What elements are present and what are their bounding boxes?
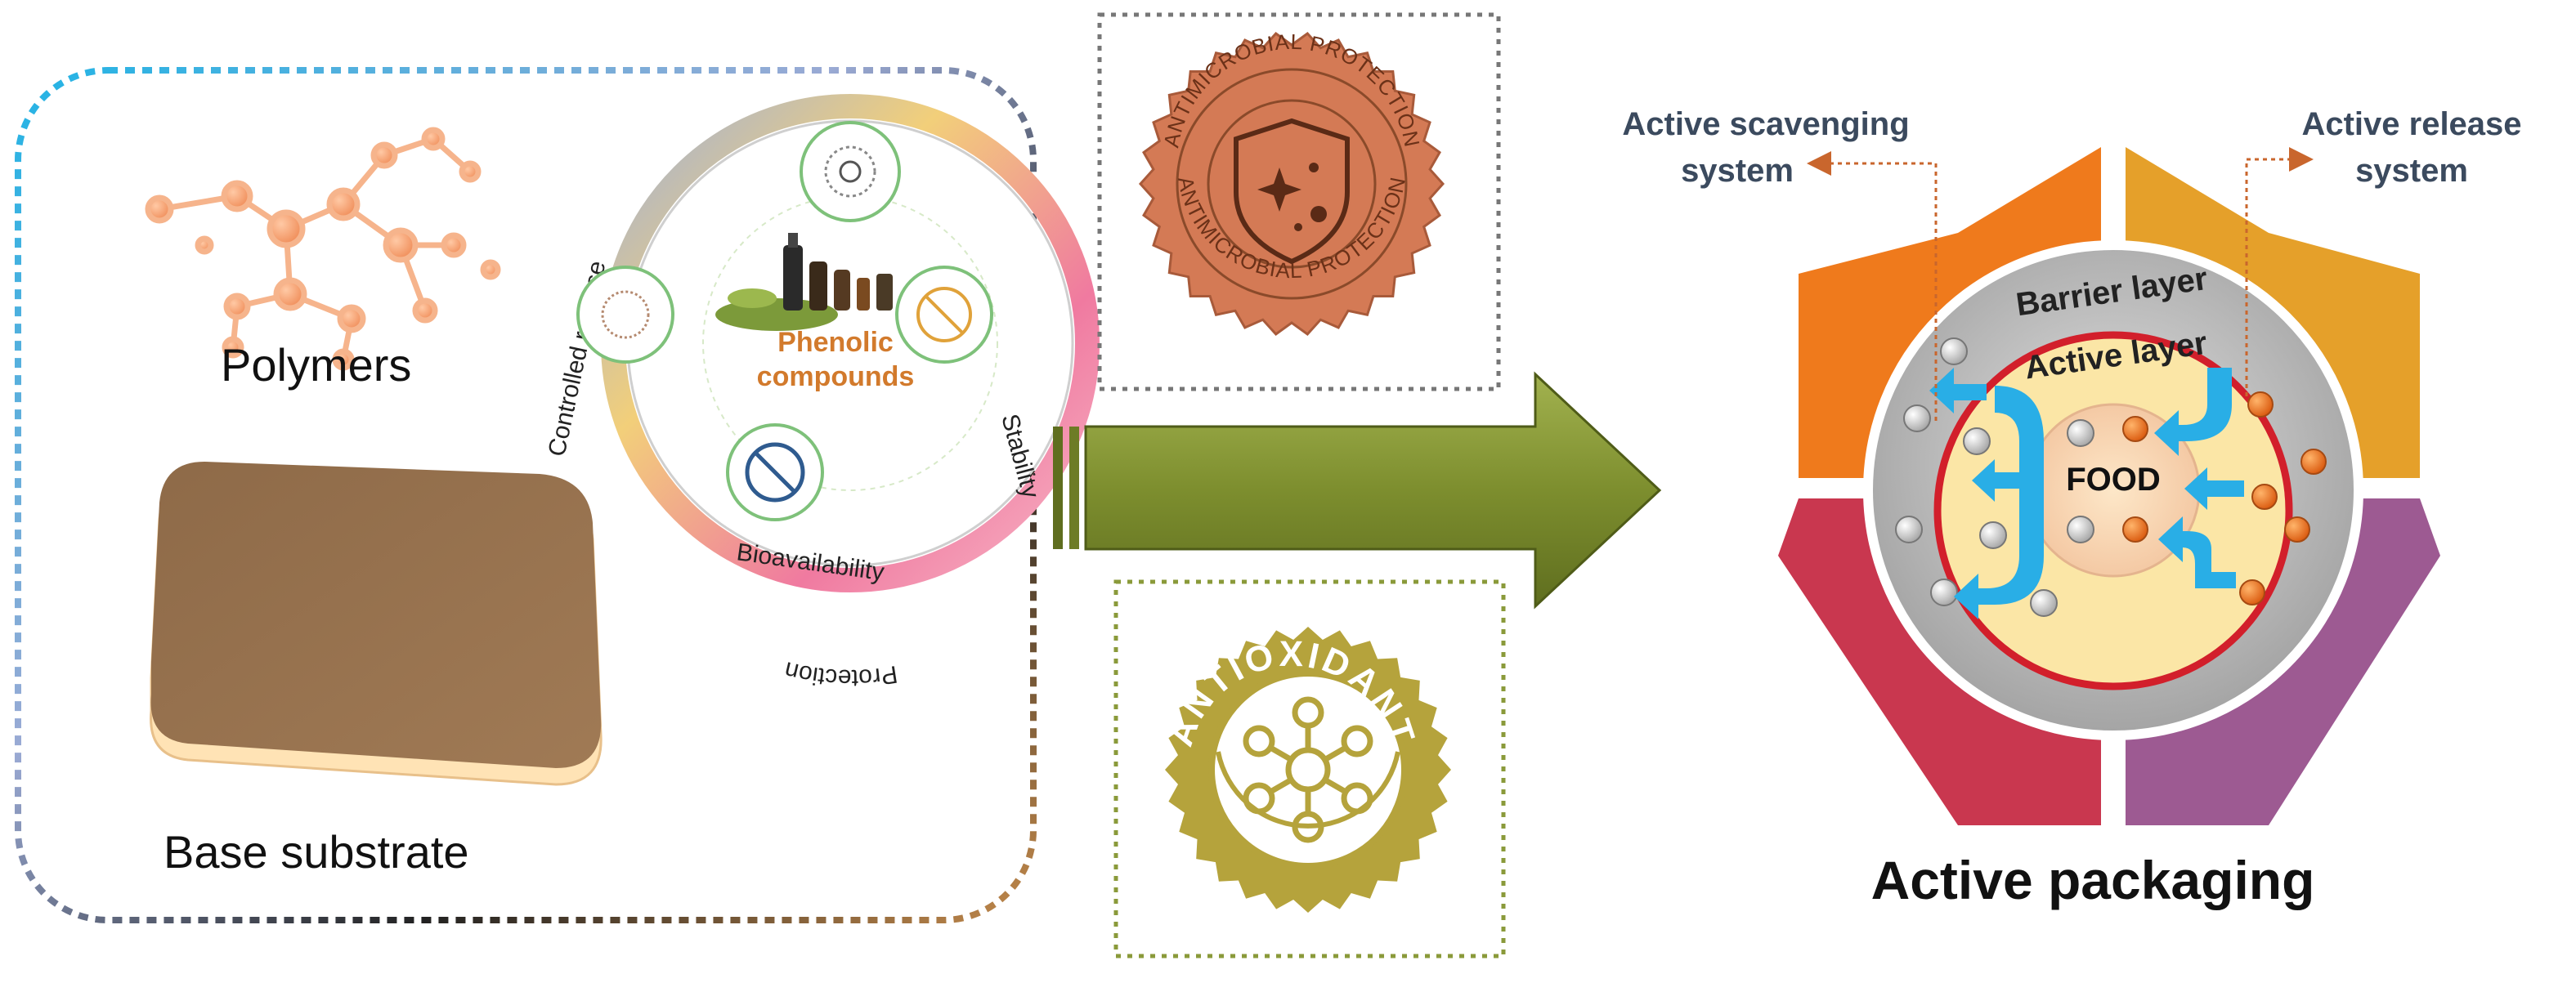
release-label-line1: Active release [2301, 106, 2521, 142]
shield-icon [1234, 118, 1350, 265]
phenolic-label-line1: Phenolic [777, 327, 894, 358]
molecule-icon [1243, 696, 1373, 843]
antioxidant-badge-frame [1113, 579, 1506, 958]
scavenger-particles [1895, 337, 2094, 617]
stability-icon [895, 266, 993, 364]
release-particles [2122, 391, 2327, 605]
polymers-label: Polymers [221, 339, 411, 391]
release-label-line2: system [2355, 153, 2468, 189]
polymer-molecule-icon [145, 127, 501, 371]
scavenging-label-line2: system [1681, 153, 1794, 189]
bioavailability-icon [726, 423, 824, 521]
food-label: FOOD [2066, 462, 2161, 498]
release-flow-arrows [2154, 368, 2244, 588]
phenolic-bottles-icon [715, 233, 893, 331]
controlled-release-icon [576, 266, 674, 364]
scavenging-label-line1: Active scavenging [1622, 106, 1909, 142]
scavenging-flow-arrows [1929, 368, 2044, 619]
antimicrobial-badge-frame [1097, 12, 1501, 391]
protection-icon [800, 121, 901, 222]
antioxidant-badge [1165, 627, 1451, 913]
phenolic-label-line2: compounds [757, 361, 915, 392]
ring-protection-label: Protection [782, 656, 899, 691]
base-substrate-label: Base substrate [164, 826, 469, 878]
scavenging-callout-line [1807, 151, 1938, 421]
base-substrate-slab [150, 462, 603, 786]
transition-arrow [1053, 371, 1662, 610]
antimicrobial-badge [1138, 31, 1445, 337]
release-callout-line [2245, 147, 2314, 396]
active-packaging-title: Active packaging [1871, 850, 2315, 910]
